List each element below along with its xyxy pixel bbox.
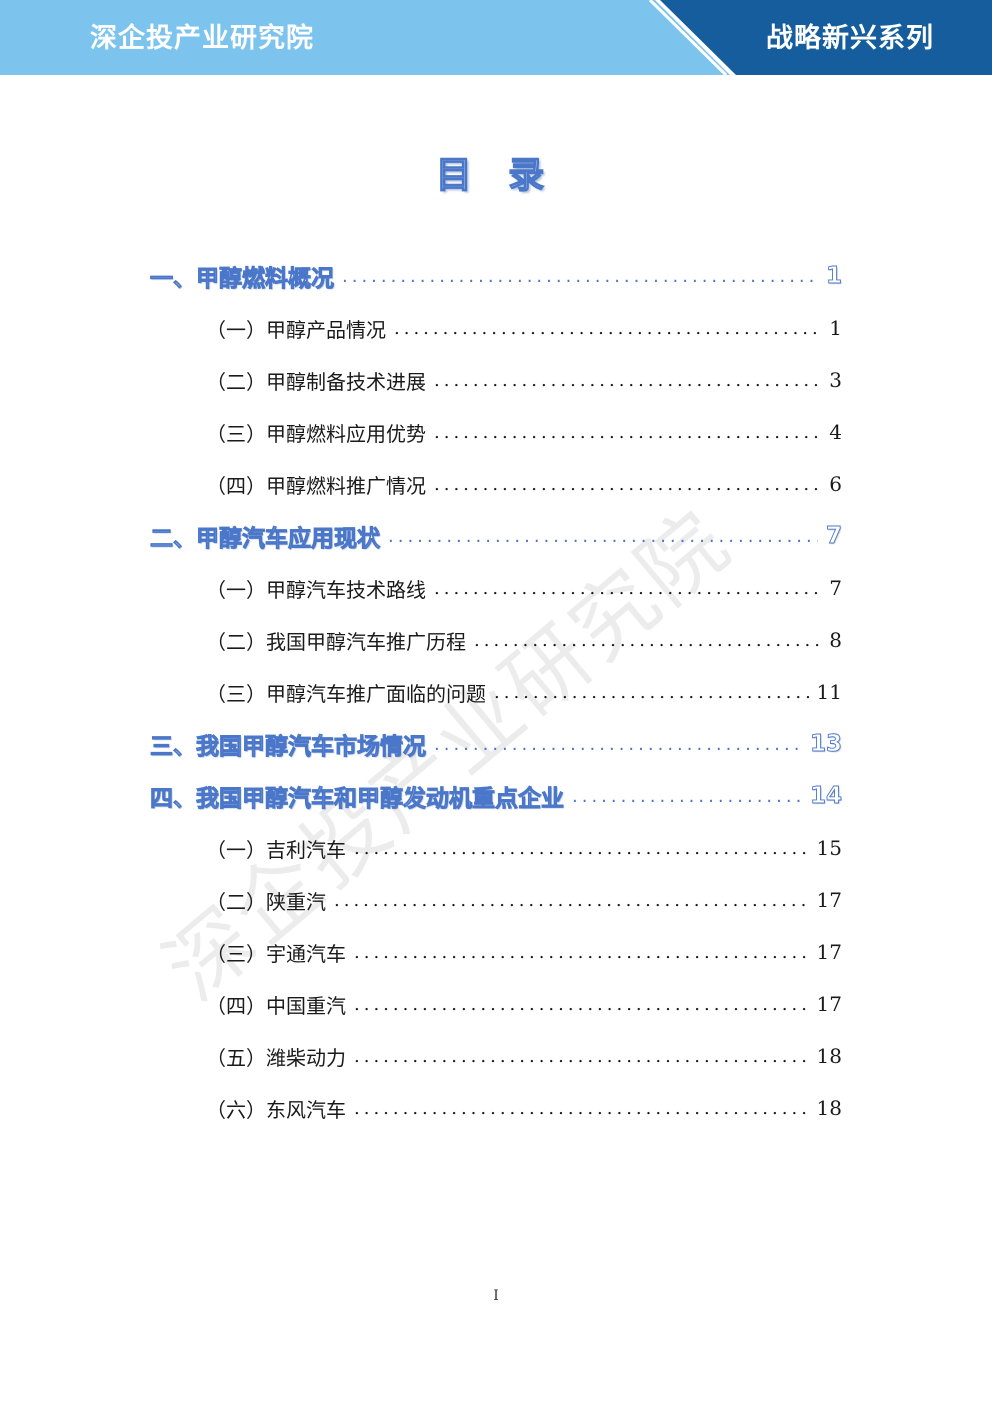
toc-entry-page: 7	[825, 523, 842, 550]
toc-section-entry[interactable]: 一、甲醇燃料概况................................…	[150, 250, 842, 302]
toc-subsection-entry[interactable]: （四）甲醇燃料推广情况.............................…	[150, 458, 842, 510]
toc-leader-dots: ........................................…	[354, 1045, 809, 1067]
toc-leader-dots: ........................................…	[354, 1097, 809, 1119]
toc-entry-page: 14	[809, 783, 842, 810]
toc-subsection-entry[interactable]: （二）陕重汽..................................…	[150, 874, 842, 926]
toc-leader-dots: ........................................…	[434, 369, 821, 391]
toc-entry-label: 二、甲醇汽车应用现状	[150, 526, 380, 553]
toc-subsection-entry[interactable]: （三）甲醇汽车推广面临的问题..........................…	[150, 666, 842, 718]
toc-entry-page: 17	[816, 888, 842, 912]
toc-entry-label: （一）吉利汽车	[206, 837, 346, 862]
toc-entry-label: 一、甲醇燃料概况	[150, 266, 334, 293]
toc-leader-dots: ........................................…	[394, 317, 822, 339]
series-name: 战略新兴系列	[766, 23, 934, 54]
toc-leader-dots: ........................................…	[388, 525, 818, 547]
toc-entry-page: 3	[829, 368, 842, 392]
toc-subsection-entry[interactable]: （四）中国重汽.................................…	[150, 978, 842, 1030]
toc-entry-page: 13	[809, 731, 842, 758]
toc-subsection-entry[interactable]: （二）我国甲醇汽车推广历程...........................…	[150, 614, 842, 666]
toc-entry-label: （一）甲醇汽车技术路线	[206, 577, 426, 602]
toc-leader-dots: ........................................…	[572, 785, 802, 807]
toc-leader-dots: ........................................…	[434, 473, 821, 495]
banner-shapes	[0, 0, 992, 75]
toc-leader-dots: ........................................…	[354, 837, 809, 859]
toc-leader-dots: ........................................…	[474, 629, 821, 651]
toc-entry-label: （四）中国重汽	[206, 993, 346, 1018]
toc-entry-label: （三）甲醇汽车推广面临的问题	[206, 681, 486, 706]
toc-entry-label: （五）潍柴动力	[206, 1045, 346, 1070]
toc-entry-page: 1	[829, 316, 842, 340]
toc-leader-dots: ........................................…	[354, 941, 809, 963]
toc-section-entry[interactable]: 三、我国甲醇汽车市场情况............................…	[150, 718, 842, 770]
toc-entry-page: 17	[816, 992, 842, 1016]
toc-leader-dots: ........................................…	[434, 733, 802, 755]
toc-entry-label: （六）东风汽车	[206, 1097, 346, 1122]
toc-entry-page: 18	[816, 1096, 842, 1120]
toc-entry-page: 6	[829, 472, 842, 496]
toc-subsection-entry[interactable]: （一）甲醇汽车技术路线.............................…	[150, 562, 842, 614]
toc-entry-label: （三）宇通汽车	[206, 941, 346, 966]
page-title: 目 录	[435, 154, 557, 196]
toc-subsection-entry[interactable]: （一）甲醇产品情况...............................…	[150, 302, 842, 354]
table-of-contents: 一、甲醇燃料概况................................…	[150, 250, 842, 1134]
toc-leader-dots: ........................................…	[494, 681, 809, 703]
toc-subsection-entry[interactable]: （六）东风汽车.................................…	[150, 1082, 842, 1134]
toc-section-entry[interactable]: 四、我国甲醇汽车和甲醇发动机重点企业......................…	[150, 770, 842, 822]
toc-entry-page: 17	[816, 940, 842, 964]
toc-entry-label: （一）甲醇产品情况	[206, 317, 386, 342]
toc-section-entry[interactable]: 二、甲醇汽车应用现状..............................…	[150, 510, 842, 562]
page-number: I	[493, 1288, 499, 1304]
toc-entry-label: 四、我国甲醇汽车和甲醇发动机重点企业	[150, 786, 564, 813]
toc-entry-page: 4	[829, 420, 842, 444]
toc-entry-label: （二）甲醇制备技术进展	[206, 369, 426, 394]
toc-leader-dots: ........................................…	[354, 993, 809, 1015]
toc-entry-page: 1	[825, 263, 842, 290]
org-name: 深企投产业研究院	[90, 23, 314, 54]
toc-subsection-entry[interactable]: （一）吉利汽车.................................…	[150, 822, 842, 874]
toc-entry-label: （二）我国甲醇汽车推广历程	[206, 629, 466, 654]
toc-leader-dots: ........................................…	[334, 889, 809, 911]
toc-entry-label: （三）甲醇燃料应用优势	[206, 421, 426, 446]
toc-leader-dots: ........................................…	[434, 577, 821, 599]
toc-entry-page: 18	[816, 1044, 842, 1068]
toc-leader-dots: ........................................…	[434, 421, 821, 443]
toc-subsection-entry[interactable]: （三）宇通汽车.................................…	[150, 926, 842, 978]
toc-subsection-entry[interactable]: （二）甲醇制备技术进展.............................…	[150, 354, 842, 406]
toc-leader-dots: ........................................…	[342, 265, 818, 287]
header-banner: 深企投产业研究院 战略新兴系列	[0, 0, 992, 75]
toc-entry-label: （二）陕重汽	[206, 889, 326, 914]
toc-entry-page: 7	[829, 576, 842, 600]
toc-entry-page: 8	[829, 628, 842, 652]
toc-entry-page: 15	[816, 836, 842, 860]
toc-entry-label: （四）甲醇燃料推广情况	[206, 473, 426, 498]
toc-subsection-entry[interactable]: （三）甲醇燃料应用优势.............................…	[150, 406, 842, 458]
toc-entry-label: 三、我国甲醇汽车市场情况	[150, 734, 426, 761]
toc-subsection-entry[interactable]: （五）潍柴动力.................................…	[150, 1030, 842, 1082]
toc-entry-page: 11	[816, 680, 842, 704]
